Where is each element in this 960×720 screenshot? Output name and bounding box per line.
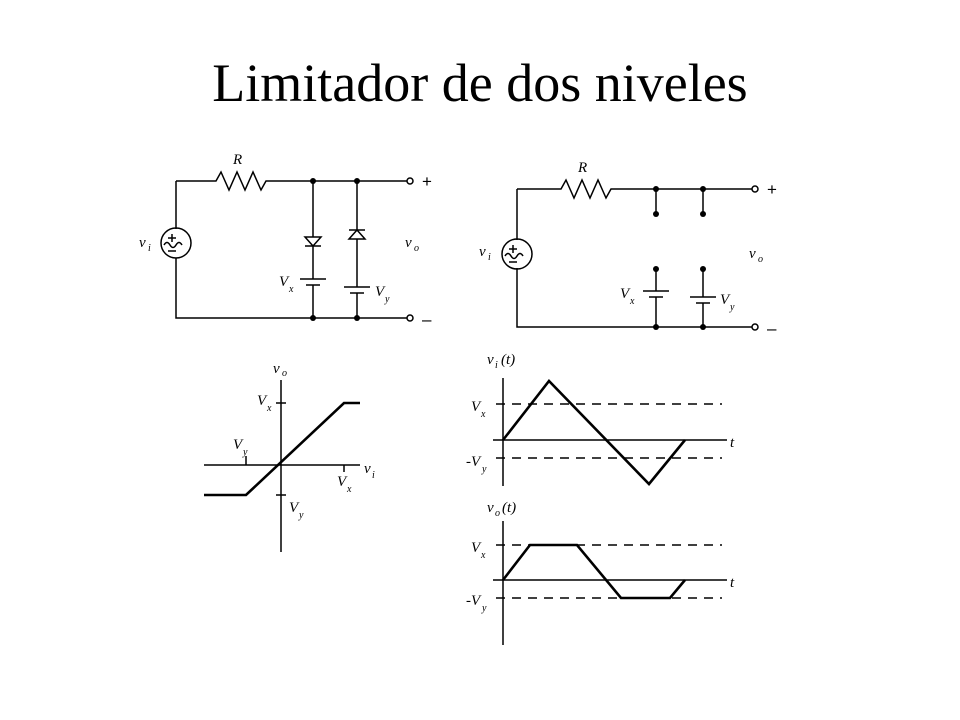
minus-sign: – bbox=[422, 310, 432, 329]
vo-plot-title: v bbox=[487, 500, 494, 516]
output-terminal-plus-2 bbox=[751, 185, 759, 193]
top-wire-with-resistor-2 bbox=[517, 178, 755, 200]
ac-source-icon bbox=[160, 227, 192, 259]
output-terminal-minus bbox=[406, 314, 414, 322]
svg-text:o: o bbox=[495, 508, 500, 519]
vo-t-label: t bbox=[730, 575, 735, 591]
svg-text:i: i bbox=[372, 470, 375, 481]
vi-neg-vy-label: -V bbox=[466, 454, 482, 470]
plus-sign: + bbox=[422, 172, 432, 191]
svg-text:x: x bbox=[288, 284, 294, 295]
svg-text:x: x bbox=[480, 409, 486, 420]
output-clipped-wave bbox=[501, 543, 686, 600]
circuit-switch-model: R v i V x V y + – v o bbox=[479, 160, 777, 338]
vx-label-1: V bbox=[279, 274, 290, 290]
svg-text:i: i bbox=[148, 243, 151, 254]
page-title: Limitador de dos niveles bbox=[212, 53, 748, 113]
vi-plot-title: v bbox=[487, 352, 494, 368]
vy-x-label: V bbox=[233, 437, 244, 453]
vy-label-1: V bbox=[375, 284, 386, 300]
vx-y-label: V bbox=[257, 393, 268, 409]
battery-vy-icon bbox=[344, 239, 370, 318]
svg-text:o: o bbox=[414, 243, 419, 254]
svg-text:x: x bbox=[480, 550, 486, 561]
plus-sign-2: + bbox=[767, 180, 777, 199]
left-and-bottom-wire bbox=[175, 181, 410, 319]
svg-text:y: y bbox=[384, 294, 390, 305]
svg-text:y: y bbox=[298, 510, 304, 521]
diode-x-icon bbox=[303, 236, 323, 248]
svg-text:y: y bbox=[481, 464, 487, 475]
vo-neg-vy-label: -V bbox=[466, 593, 482, 609]
vy-label-2: V bbox=[720, 292, 731, 308]
svg-text:o: o bbox=[758, 254, 763, 265]
output-label-2: v bbox=[749, 246, 756, 262]
svg-text:x: x bbox=[629, 296, 635, 307]
source-label: v bbox=[139, 235, 146, 251]
output-label: v bbox=[405, 235, 412, 251]
vy-y-label: V bbox=[289, 500, 300, 516]
circuit-diode-limiter: R v i V x V y + – bbox=[139, 152, 432, 329]
battery-vy-icon-2 bbox=[690, 269, 716, 327]
svg-text:i: i bbox=[495, 360, 498, 371]
output-terminal-plus bbox=[406, 177, 414, 185]
svg-text:o: o bbox=[282, 368, 287, 379]
svg-text:y: y bbox=[481, 603, 487, 614]
svg-text:(t): (t) bbox=[501, 352, 515, 368]
battery-vx-icon-2 bbox=[643, 269, 669, 327]
source-label-2: v bbox=[479, 244, 486, 260]
vo-axis-label: v bbox=[273, 361, 280, 377]
vi-axis-label: v bbox=[364, 461, 371, 477]
transfer-curve bbox=[204, 401, 360, 497]
top-wire-with-resistor bbox=[176, 170, 410, 192]
vi-vx-label: V bbox=[471, 399, 482, 415]
output-waveform-plot: v o (t) V x -V y t bbox=[466, 500, 735, 645]
input-waveform-plot: v i (t) V x -V y t bbox=[466, 352, 735, 486]
vo-vx-label: V bbox=[471, 540, 482, 556]
transfer-characteristic: v o v i V x V y V x V y bbox=[204, 361, 375, 552]
resistor-label: R bbox=[232, 152, 242, 168]
diode-y-icon bbox=[347, 228, 367, 240]
battery-vx-icon bbox=[300, 246, 326, 318]
vx-label-2: V bbox=[620, 286, 631, 302]
vi-t-label: t bbox=[730, 435, 735, 451]
axis-ticks bbox=[245, 402, 345, 496]
resistor-label-2: R bbox=[577, 160, 587, 176]
left-and-bottom-wire-2 bbox=[516, 189, 755, 328]
svg-text:x: x bbox=[266, 403, 272, 414]
svg-text:(t): (t) bbox=[502, 500, 516, 516]
vx-x-label: V bbox=[337, 474, 348, 490]
svg-text:i: i bbox=[488, 252, 491, 263]
minus-sign-2: – bbox=[767, 319, 777, 338]
svg-text:y: y bbox=[729, 302, 735, 313]
ac-source-icon-2 bbox=[501, 238, 533, 270]
svg-text:x: x bbox=[346, 484, 352, 495]
input-triangle-wave bbox=[501, 379, 687, 486]
svg-text:y: y bbox=[242, 447, 248, 458]
output-terminal-minus-2 bbox=[751, 323, 759, 331]
